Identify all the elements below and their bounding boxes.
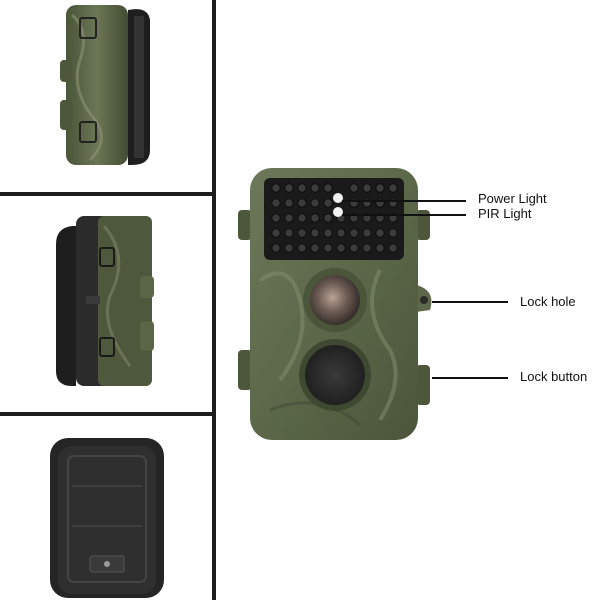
screw-icon bbox=[104, 561, 110, 567]
ir-led bbox=[271, 198, 281, 208]
pir-light-icon bbox=[333, 207, 343, 217]
power-light-icon bbox=[333, 193, 343, 203]
ir-led bbox=[349, 243, 359, 253]
ir-led bbox=[297, 213, 307, 223]
divider-vertical bbox=[212, 0, 216, 600]
ir-led bbox=[349, 228, 359, 238]
ir-led bbox=[323, 198, 333, 208]
other-side-view-camera bbox=[56, 216, 154, 386]
divider-1 bbox=[0, 192, 216, 196]
ir-led bbox=[310, 183, 320, 193]
camera-lens bbox=[310, 275, 360, 325]
ir-led bbox=[271, 243, 281, 253]
ir-led bbox=[297, 243, 307, 253]
pir-light-leader bbox=[342, 214, 466, 216]
ir-led bbox=[284, 198, 294, 208]
ir-led bbox=[323, 213, 333, 223]
latch-icon-b bbox=[99, 337, 115, 357]
lock-button-part bbox=[416, 365, 430, 405]
ir-led bbox=[310, 198, 320, 208]
lock-hole-label: Lock hole bbox=[520, 294, 576, 309]
ir-led bbox=[297, 183, 307, 193]
ir-led bbox=[388, 228, 398, 238]
ir-led bbox=[388, 243, 398, 253]
side-view-camera bbox=[60, 5, 150, 165]
front-view-camera bbox=[238, 168, 432, 440]
ir-led bbox=[349, 213, 359, 223]
divider-2 bbox=[0, 412, 216, 416]
ir-led bbox=[336, 243, 346, 253]
lock-hole-leader bbox=[432, 301, 508, 303]
latch-icon-a bbox=[99, 247, 115, 267]
power-light-label: Power Light bbox=[478, 191, 547, 206]
ir-led bbox=[271, 183, 281, 193]
ir-led bbox=[375, 183, 385, 193]
ir-led bbox=[297, 198, 307, 208]
ir-led bbox=[349, 183, 359, 193]
ir-led bbox=[284, 228, 294, 238]
ir-led bbox=[362, 243, 372, 253]
ir-led bbox=[310, 213, 320, 223]
ir-led bbox=[271, 213, 281, 223]
back-view-panel bbox=[0, 416, 212, 600]
ir-led bbox=[310, 243, 320, 253]
ir-led-panel bbox=[264, 178, 404, 260]
pir-sensor bbox=[305, 345, 365, 405]
side-view-panel bbox=[0, 0, 212, 192]
ir-led bbox=[375, 243, 385, 253]
latch-top-icon bbox=[79, 17, 97, 39]
ir-led bbox=[388, 183, 398, 193]
ir-led bbox=[284, 213, 294, 223]
camera-body-side bbox=[66, 5, 128, 165]
ir-led bbox=[362, 213, 372, 223]
ir-led bbox=[297, 228, 307, 238]
ir-led bbox=[336, 228, 346, 238]
ir-led bbox=[362, 228, 372, 238]
back-cover bbox=[50, 438, 164, 598]
ir-led bbox=[362, 183, 372, 193]
ir-led bbox=[323, 243, 333, 253]
ir-led bbox=[310, 228, 320, 238]
pir-light-label: PIR Light bbox=[478, 206, 532, 221]
ir-led bbox=[375, 228, 385, 238]
ir-led bbox=[323, 228, 333, 238]
power-light-leader bbox=[342, 200, 466, 202]
ir-led bbox=[323, 183, 333, 193]
strap-mount-2 bbox=[56, 226, 76, 386]
ir-led bbox=[375, 213, 385, 223]
other-side-view-panel bbox=[0, 196, 212, 412]
ir-led bbox=[388, 213, 398, 223]
lock-button-leader bbox=[432, 377, 508, 379]
ir-led bbox=[284, 183, 294, 193]
ir-led bbox=[284, 243, 294, 253]
ir-led bbox=[271, 228, 281, 238]
lock-button-label: Lock button bbox=[520, 369, 588, 384]
latch-bottom-icon bbox=[79, 121, 97, 143]
